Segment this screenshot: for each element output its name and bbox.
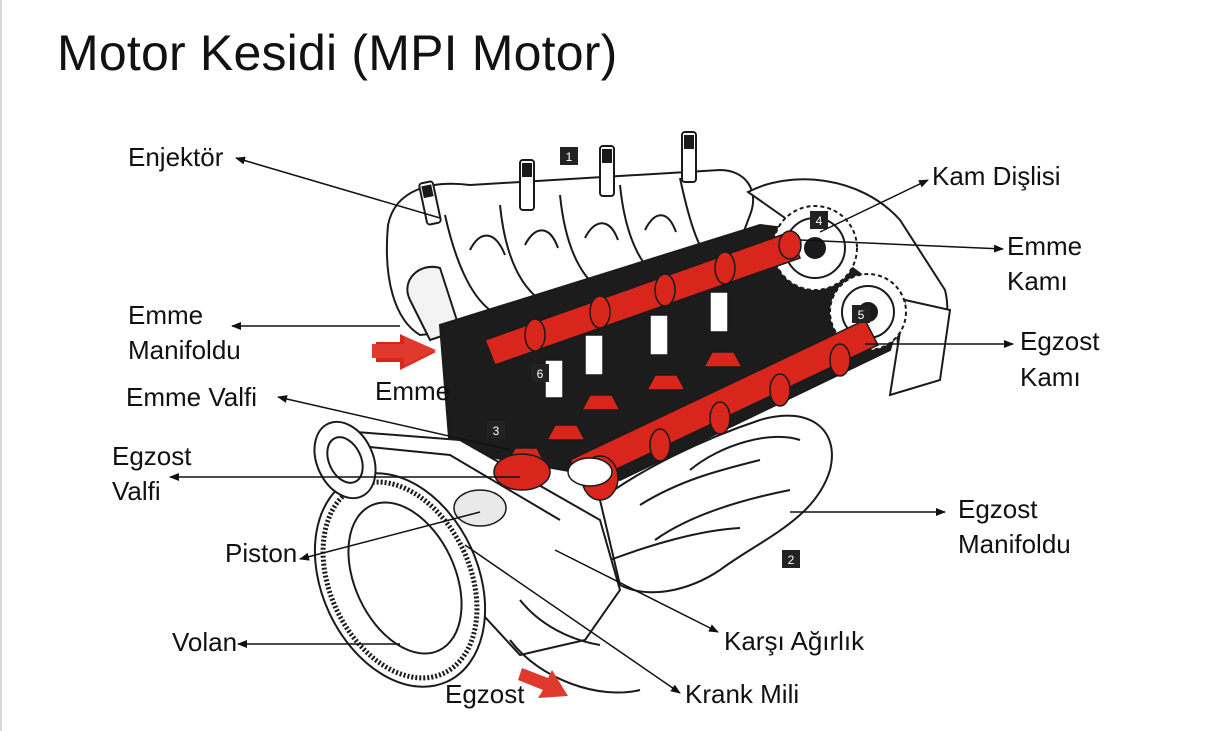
label-enjektor: Enjektör [128,142,224,172]
leader-piston [299,511,481,561]
slide-left-border [0,0,2,731]
callout-number-5: 5 [858,308,865,322]
valves-drawing [453,291,744,527]
intake-camshaft-drawing [484,230,802,366]
label-egzost-valfi-line1: Egzost [112,441,192,471]
label-egzost-kami-line1: Egzost [1020,326,1100,356]
label-emme-manifoldu-line1: Emme [128,300,204,330]
label-kam-dislisi: Kam Dişlisi [932,161,1061,191]
label-piston: Piston [225,538,298,568]
callout-badge-4: 4 [810,211,828,229]
leader-emme-valfi [277,395,511,451]
intake-flow-arrow-red [372,336,436,366]
label-krank-mili: Krank Mili [685,679,800,709]
exhaust-flow-arrow-red [518,668,568,698]
leader-kam-dislisi [819,179,929,233]
label-emme-manifoldu-line2: Manifoldu [128,335,241,365]
label-emme-kami-line2: Kamı [1007,266,1068,296]
leader-emme-kami [799,239,1004,253]
label-egzost-manifoldu-line1: Egzost [958,494,1038,524]
exhaust-manifold-drawing [598,414,833,594]
label-karsi-agirlik: Karşı Ağırlık [724,626,865,656]
label-egzost-manifoldu-line2: Manifoldu [958,529,1071,559]
label-emme-flow: Emme [375,376,451,406]
label-egzost-valfi-line2: Valfi [112,476,161,506]
label-emme-valfi: Emme Valfi [126,382,257,412]
label-egzost-flow: Egzost [445,679,525,709]
callout-number-6: 6 [537,367,544,381]
injectors-drawing [418,131,697,226]
callout-number-2: 2 [788,553,795,567]
callout-number-4: 4 [816,214,823,228]
flywheel-drawing [313,472,487,688]
cam-gears-drawing [772,205,907,351]
label-volan: Volan [172,627,238,657]
callout-badge-2: 2 [782,550,800,568]
slide-title: Motor Kesidi (MPI Motor) [57,25,618,81]
callout-badge-5: 5 [852,305,870,323]
leader-karsi-agirlik [554,549,719,633]
callout-number-3: 3 [493,424,500,438]
crank-pulley-drawing [313,420,377,500]
callout-badge-1: 1 [560,147,578,165]
leader-krank-mili [464,544,681,694]
callout-badge-3: 3 [487,421,505,439]
label-emme-kami-line1: Emme [1007,231,1083,261]
callout-number-1: 1 [566,150,573,164]
leader-enjektor [235,156,441,219]
callout-badge-6: 6 [531,364,549,382]
label-egzost-kami-line2: Kamı [1020,362,1081,392]
